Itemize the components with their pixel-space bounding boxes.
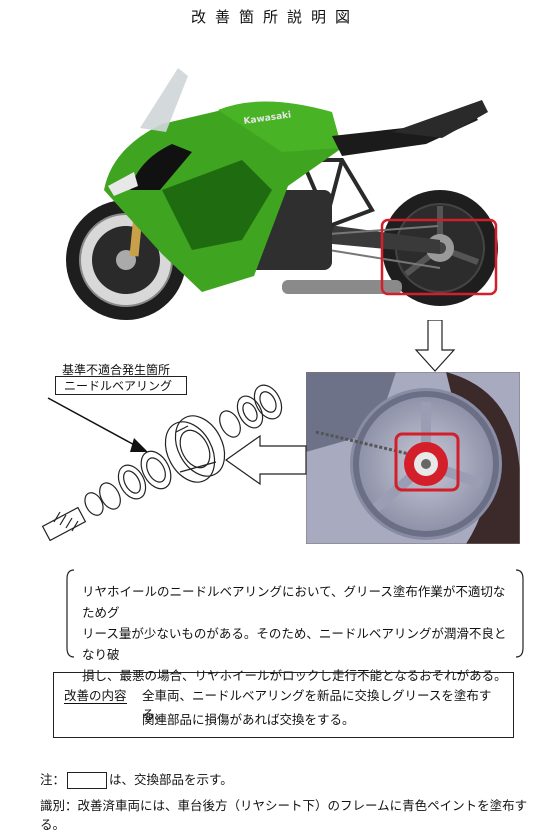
improvement-box: 改善の内容 全車両、ニードルベアリングを新品に交換しグリースを塗布する。 関連部… [53,672,514,738]
left-arrow-icon [224,434,307,486]
improvement-label: 改善の内容 [64,688,127,704]
note-prefix: 注： [40,772,66,787]
page-title: 改善箇所説明図 [190,8,359,26]
exploded-bearing-diagram [41,384,307,542]
description-bracket [66,569,524,658]
note-line: 注： は、交換部品を示す。 [40,769,233,789]
motorcycle-photo: Kawasaki [66,68,498,320]
legend-box [67,772,108,789]
inset-highlight-box [394,432,460,492]
improvement-line-1: 全車両、ニードルベアリングを新品に交換しグリースを塗布する。 [142,688,492,722]
down-arrow-icon [414,320,456,372]
description-line: リース量が少ないものがある。そのため、ニードルベアリングが潤滑不良となり破 [82,626,507,662]
improvement-line-2: 関連部品に損傷があれば交換をする。 [142,712,355,727]
hub-closeup-image [306,372,520,544]
note-suffix: は、交換部品を示す。 [109,772,233,787]
description-line: 損し、最悪の場合、リヤホイールがロックし走行不能となるおそれがある。 [82,668,507,683]
identification-line: 識別：改善済車両には、車台後方（リヤシート下）のフレームに青色ペイントを塗布する… [40,798,528,832]
highlight-box [380,218,498,296]
defect-part-box: ニードルベアリング [55,376,187,395]
defect-heading: 基準不適合発生箇所 [62,363,171,377]
description-line: リヤホイールのニードルベアリングにおいて、グリース塗布作業が不適切なためグ [82,584,506,620]
defect-description: リヤホイールのニードルベアリングにおいて、グリース塗布作業が不適切なためグ リー… [68,569,522,683]
